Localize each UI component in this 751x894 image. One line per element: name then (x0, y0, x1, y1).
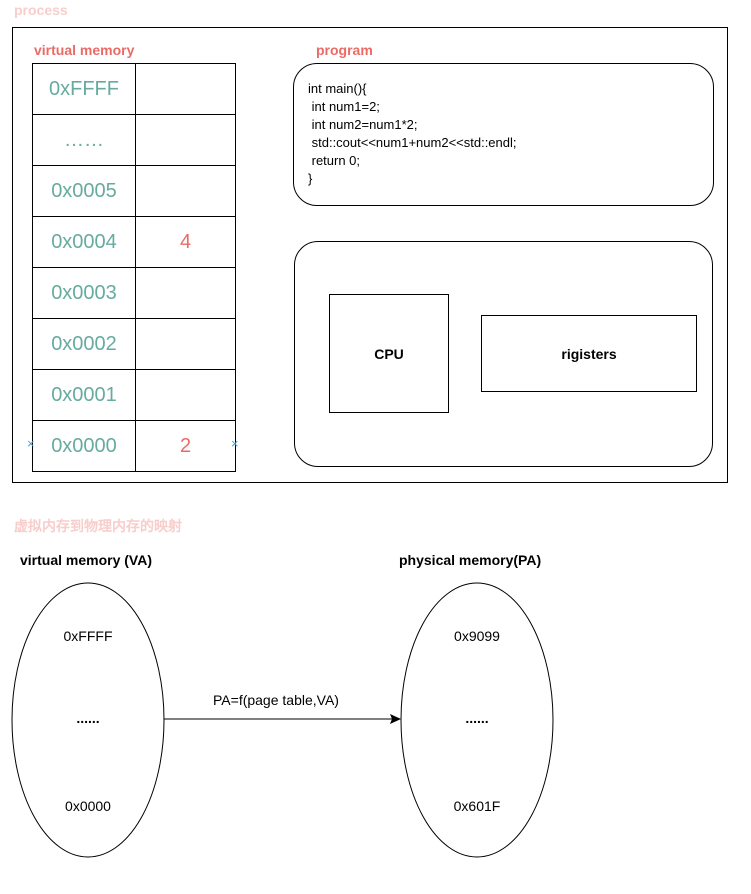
pa-title: physical memory(PA) (399, 552, 542, 568)
mapping-title: 虚拟内存到物理内存的映射 (14, 518, 182, 534)
virtual-memory-label: virtual memory (34, 42, 135, 58)
va-middle-ellipsis: ...... (76, 710, 100, 726)
pa-middle-ellipsis: ...... (465, 710, 489, 726)
cpu-box: CPU (329, 294, 449, 413)
process-frame (12, 27, 728, 483)
pa-ellipse (400, 582, 554, 858)
registers-box: rigisters (481, 315, 697, 392)
code-line: std::cout<<num1+num2<<std::endl; (308, 135, 517, 150)
code-line: int num1=2; (308, 99, 380, 114)
mapping-arrow-head-icon (390, 714, 401, 724)
process-label: process (14, 2, 68, 18)
code-line: } (308, 171, 313, 186)
mapping-formula: PA=f(page table,VA) (213, 692, 339, 708)
va-bottom-address: 0x0000 (65, 798, 111, 814)
right-marker-icon: × (231, 436, 239, 451)
code-line: int main(){ (308, 81, 367, 96)
va-top-address: 0xFFFF (63, 628, 113, 644)
va-title: virtual memory (VA) (20, 552, 152, 568)
hardware-box (294, 241, 713, 467)
code-line: return 0; (308, 153, 361, 168)
program-code: int main(){ int num1=2; int num2=num1*2;… (308, 80, 517, 188)
pa-bottom-address: 0x601F (453, 798, 501, 814)
va-ellipse (11, 582, 165, 858)
memory-value-cell: 2 (135, 420, 236, 472)
program-box: int main(){ int num1=2; int num2=num1*2;… (293, 63, 714, 206)
program-label: program (316, 42, 373, 58)
pa-top-address: 0x9099 (454, 628, 500, 644)
left-marker-icon: × (27, 436, 35, 451)
code-line: int num2=num1*2; (308, 117, 418, 132)
